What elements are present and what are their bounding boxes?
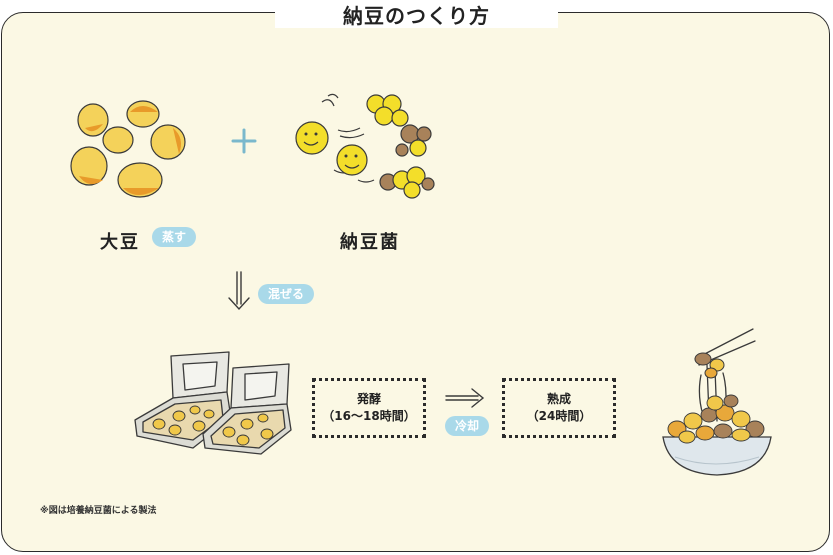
right-arrow-icon <box>445 388 485 408</box>
natto-bowl-illustration <box>662 328 772 476</box>
aging-box: 熟成 （24時間） <box>502 378 616 438</box>
fermentation-duration: （16〜18時間） <box>322 409 416 423</box>
mix-tag: 混ぜる <box>258 284 315 304</box>
aging-title: 熟成 <box>546 392 571 406</box>
cooling-tag: 冷却 <box>445 416 490 436</box>
page-title: 納豆のつくり方 <box>343 3 490 28</box>
aging-duration: （24時間） <box>526 409 592 423</box>
footnote: ※図は培養納豆菌による製法 <box>40 506 157 516</box>
natto-bacteria-label: 納豆菌 <box>340 232 400 253</box>
natto-containers-illustration <box>134 351 292 455</box>
soybeans-illustration <box>70 100 186 198</box>
natto-bacteria-illustration <box>295 93 435 199</box>
fermentation-box: 発酵 （16〜18時間） <box>312 378 426 438</box>
plus-icon <box>231 128 257 154</box>
fermentation-title: 発酵 <box>356 392 381 406</box>
title-area: 納豆のつくり方 <box>275 0 558 28</box>
soybean-label: 大豆 <box>100 232 140 253</box>
steam-tag: 蒸す <box>152 227 197 247</box>
down-arrow-icon <box>228 271 250 311</box>
